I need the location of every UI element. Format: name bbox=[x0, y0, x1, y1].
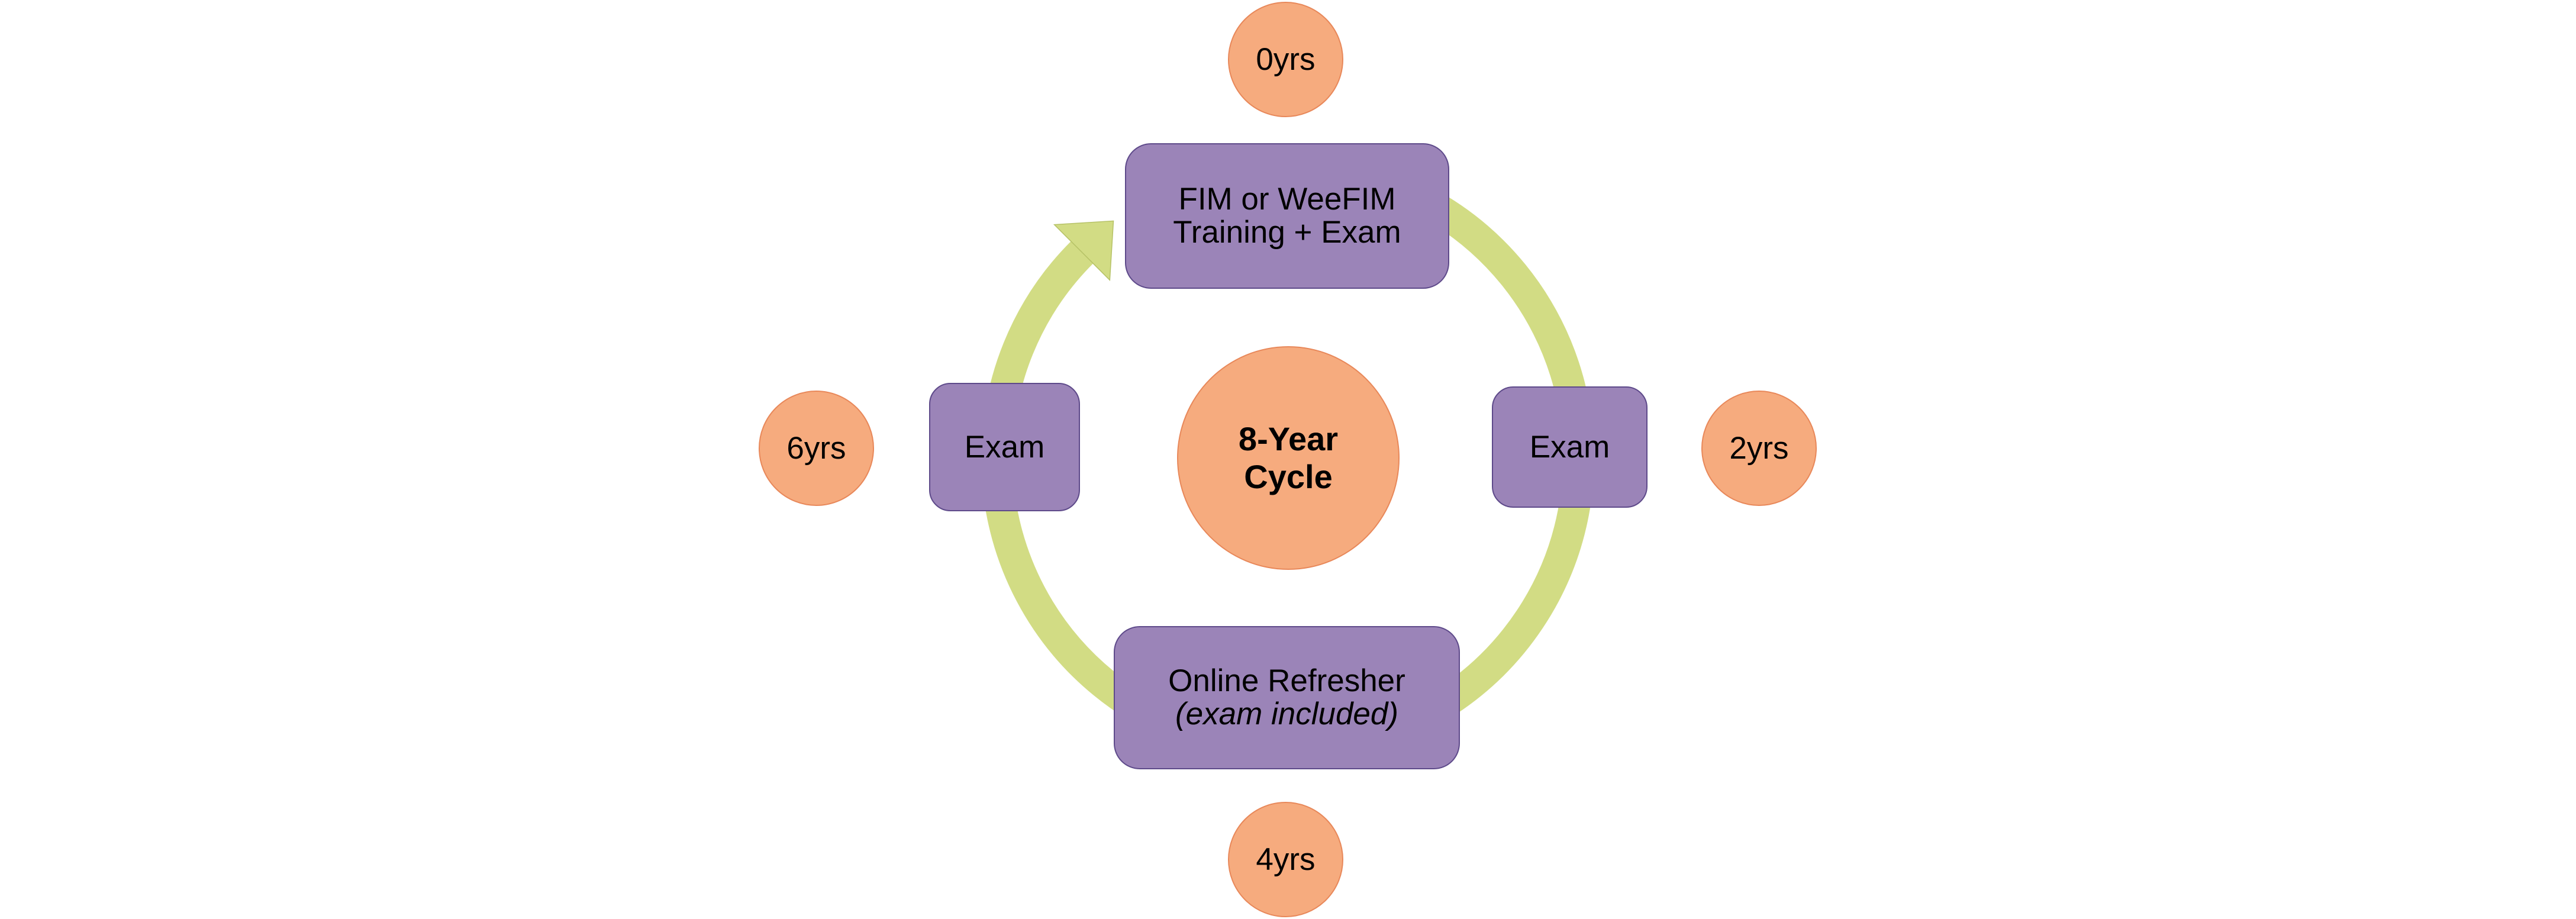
step-refresher-line2: (exam included) bbox=[1175, 696, 1399, 731]
year-circle-4: 4yrs bbox=[1228, 802, 1343, 917]
step-box-online-refresher: Online Refresher (exam included) bbox=[1114, 626, 1460, 769]
step-box-exam-left: Exam bbox=[929, 383, 1080, 511]
step-exam-left-label: Exam bbox=[964, 429, 1045, 465]
step-training-line2: Training + Exam bbox=[1173, 215, 1401, 250]
year-circle-6: 6yrs bbox=[759, 391, 874, 506]
step-refresher-line1: Online Refresher bbox=[1168, 663, 1405, 698]
step-box-training: FIM or WeeFIM Training + Exam bbox=[1125, 143, 1449, 289]
year-label-6: 6yrs bbox=[786, 430, 846, 466]
center-circle: 8-Year Cycle bbox=[1177, 346, 1400, 570]
year-label-2: 2yrs bbox=[1729, 430, 1789, 466]
center-title-line2: Cycle bbox=[1244, 458, 1333, 495]
step-box-exam-right: Exam bbox=[1492, 386, 1648, 508]
center-title-line1: 8-Year bbox=[1238, 420, 1339, 457]
cycle-arrowhead bbox=[1053, 220, 1114, 282]
year-circle-2: 2yrs bbox=[1701, 391, 1817, 506]
year-label-4: 4yrs bbox=[1256, 841, 1316, 877]
step-training-line1: FIM or WeeFIM bbox=[1178, 182, 1396, 217]
year-label-0: 0yrs bbox=[1256, 41, 1316, 77]
step-exam-right-label: Exam bbox=[1529, 429, 1610, 465]
year-circle-0: 0yrs bbox=[1228, 2, 1343, 117]
